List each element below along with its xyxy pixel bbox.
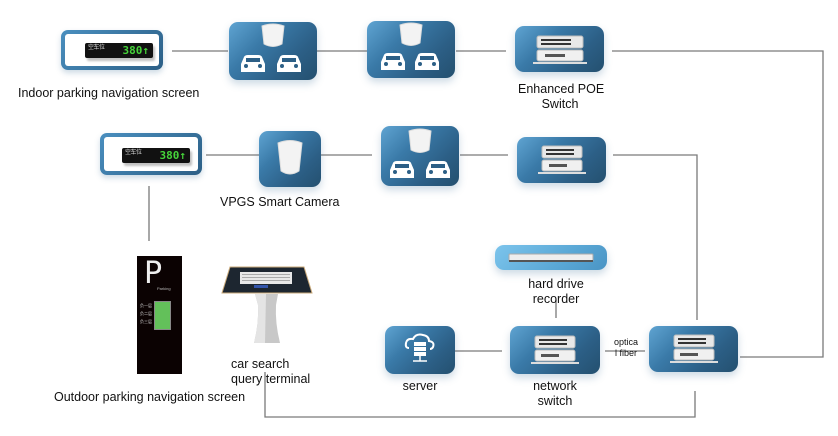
- smart-camera-label: VPGS Smart Camera: [220, 195, 340, 209]
- optical-fiber-label: optica l fiber: [613, 337, 639, 358]
- indoor-screen-label: Indoor parking navigation screen: [18, 86, 200, 100]
- wire-poe-mid-to-core-switch: [613, 154, 698, 320]
- recorder-icon: [508, 253, 594, 262]
- camera-with-cars-icon: [381, 22, 439, 70]
- network-switch-icon: [670, 334, 718, 363]
- server-node[interactable]: [385, 326, 455, 374]
- smart-camera-icon: [277, 140, 303, 175]
- kiosk-terminal-icon[interactable]: [218, 265, 314, 345]
- hard-drive-recorder-node[interactable]: [495, 245, 607, 270]
- wire-poe-switch-to-core-switch: [612, 50, 824, 358]
- outdoor-screen-label: Outdoor parking navigation screen: [54, 390, 246, 404]
- network-switch-icon: [531, 335, 579, 364]
- poe-switch-top-label: Enhanced POE Switch: [518, 82, 605, 111]
- hard-drive-recorder-label: hard drive recorder: [528, 277, 584, 306]
- camera-cars-node-1[interactable]: [229, 22, 317, 80]
- outdoor-sign-counter: [154, 301, 171, 330]
- camera-with-cars-icon: [241, 23, 301, 72]
- network-switch-icon: [538, 145, 586, 174]
- camera-with-cars-icon: [390, 128, 450, 178]
- server-label: server: [402, 379, 438, 393]
- outdoor-sign-icon[interactable]: P Parking 负一层 负二层 负三层: [137, 256, 182, 374]
- led-display-icon: 空车位 380↑: [122, 148, 190, 163]
- led-display-icon: 空车位 380↑: [85, 43, 153, 58]
- indoor-screen-node[interactable]: 空车位 380↑: [61, 30, 163, 70]
- wire-kiosk-to-core-switch: [264, 372, 696, 418]
- poe-switch-top-node[interactable]: [515, 26, 604, 72]
- network-switch-label: network switch: [533, 379, 577, 408]
- core-switch-node[interactable]: [649, 326, 738, 372]
- smart-camera-node[interactable]: [259, 131, 321, 187]
- kiosk-label: car search query terminal: [231, 357, 311, 386]
- camera-cars-node-2[interactable]: [367, 21, 455, 78]
- network-switch-node[interactable]: [510, 326, 600, 374]
- cloud-server-icon: [404, 333, 435, 362]
- poe-switch-mid-node[interactable]: [517, 137, 606, 183]
- camera-cars-node-3[interactable]: [381, 126, 459, 186]
- indoor-screen-2-node[interactable]: 空车位 380↑: [100, 133, 202, 175]
- network-switch-icon: [533, 35, 587, 64]
